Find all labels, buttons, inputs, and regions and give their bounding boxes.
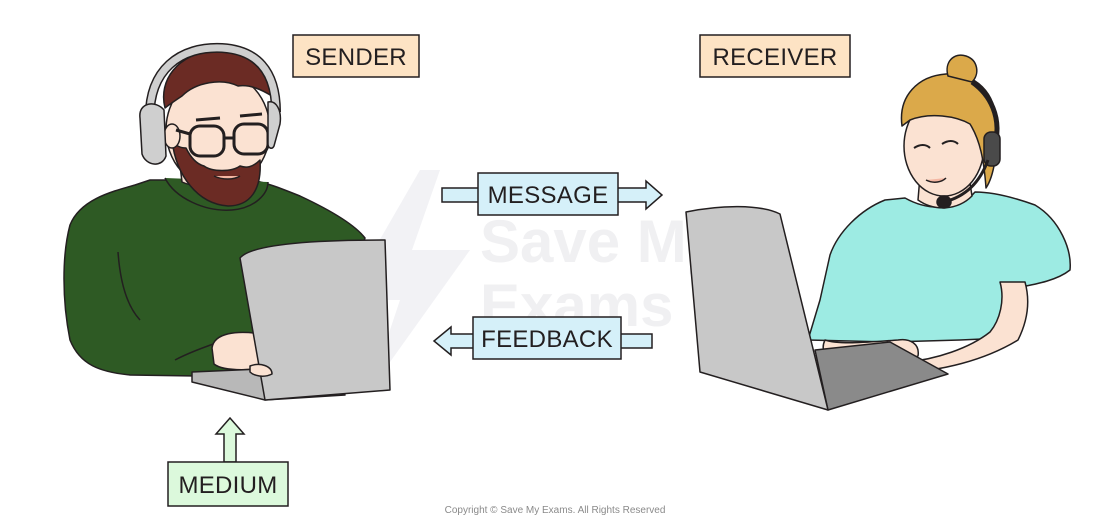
watermark-bolt-icon: [345, 170, 470, 390]
medium-label-text: MEDIUM: [178, 472, 277, 499]
receiver-label: RECEIVER: [699, 34, 851, 78]
sender-laptop: [191, 239, 391, 401]
sender-beard: [171, 139, 261, 207]
copyright-text: Copyright © Save My Exams. All Rights Re…: [445, 505, 666, 516]
sender-headphones-cup: [139, 103, 167, 165]
receiver-laptop: [685, 205, 949, 411]
message-label-text: MESSAGE: [488, 182, 609, 209]
sender-laptop-screen: [239, 239, 391, 401]
medium-arrow: MEDIUM: [167, 416, 289, 507]
medium-arrow-up-icon: [214, 416, 246, 463]
feedback-arrow: FEEDBACK: [432, 316, 653, 360]
watermark-line1: Save My: [480, 208, 721, 275]
sender-label-text: SENDER: [305, 44, 407, 71]
receiver-laptop-screen: [685, 205, 829, 411]
receiver-shirt: [807, 191, 1071, 343]
feedback-label-text: FEEDBACK: [481, 326, 613, 353]
receiver-figure: [807, 54, 1071, 373]
receiver-label-text: RECEIVER: [712, 44, 837, 71]
sender-label: SENDER: [292, 34, 420, 78]
message-arrow: MESSAGE: [441, 172, 664, 216]
